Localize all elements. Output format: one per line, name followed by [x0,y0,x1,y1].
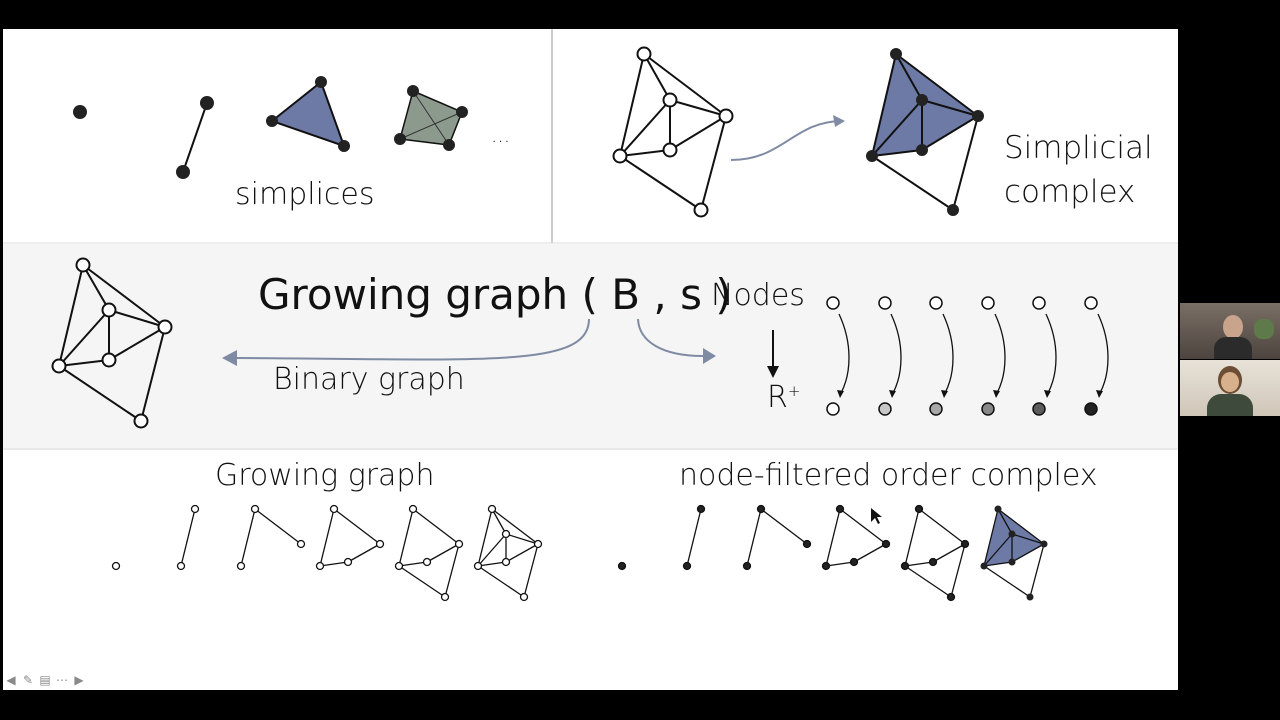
simplex-0 [73,105,87,119]
top-band: simplices ... Simplicial complex [3,29,1178,244]
order-complex-sequence [617,504,970,602]
simplex-2 [266,76,350,152]
node-mapping [838,313,1109,394]
simplex-1 [176,96,214,179]
prev-icon[interactable]: ◀ [6,673,16,687]
simplices-label: simplices [235,177,375,212]
presentation-slide: simplices ... Simplicial complex [3,29,1178,690]
simplex-3 [394,85,468,151]
participant-avatar [1223,315,1243,339]
growing-graph-title: Growing graph ( B , s ) [258,270,732,319]
values-row [826,402,1098,416]
graph-open [612,46,734,218]
pen-icon[interactable]: ✎ [22,673,34,687]
r-superscript: + [787,382,801,400]
arrow-to-map [637,318,704,357]
top-band-drawing [3,29,1178,244]
growing-graph-sequence [111,504,543,602]
order-complex-final [980,505,1048,601]
mouse-cursor-icon [871,508,882,524]
order-complex-label: node-filtered order complex [679,458,1098,493]
slide-controls: ◀ ✎ ▤ ⋯ ▶ [4,673,86,687]
middle-band: Growing graph ( B , s ) Binary graph Nod… [3,244,1178,450]
arrow-to-complex [730,120,842,161]
nodes-label: Nodes [711,278,805,313]
participant-video-2[interactable] [1180,360,1280,416]
arrow-to-binary [234,318,590,361]
middle-band-drawing [3,257,1178,450]
nodes-row [826,296,1098,310]
ellipsis-label: ... [491,123,511,147]
complex-label: complex [1004,174,1136,210]
r-label: R [767,380,788,415]
r-plus-label: R+ [767,380,800,415]
simplicial-complex [866,48,984,216]
growing-graph-label: Growing graph [215,458,435,493]
next-icon[interactable]: ▶ [74,673,84,687]
bottom-band: Growing graph node-filtered order comple… [3,450,1178,690]
graph-binary [51,257,173,429]
binary-graph-label: Binary graph [273,362,465,397]
participant-video-1[interactable] [1180,303,1280,359]
menu-icon[interactable]: ▤ [39,673,51,687]
bottom-band-drawing [111,504,1048,602]
simplicial-label: Simplicial [1004,130,1153,166]
more-icon[interactable]: ⋯ [56,673,68,687]
